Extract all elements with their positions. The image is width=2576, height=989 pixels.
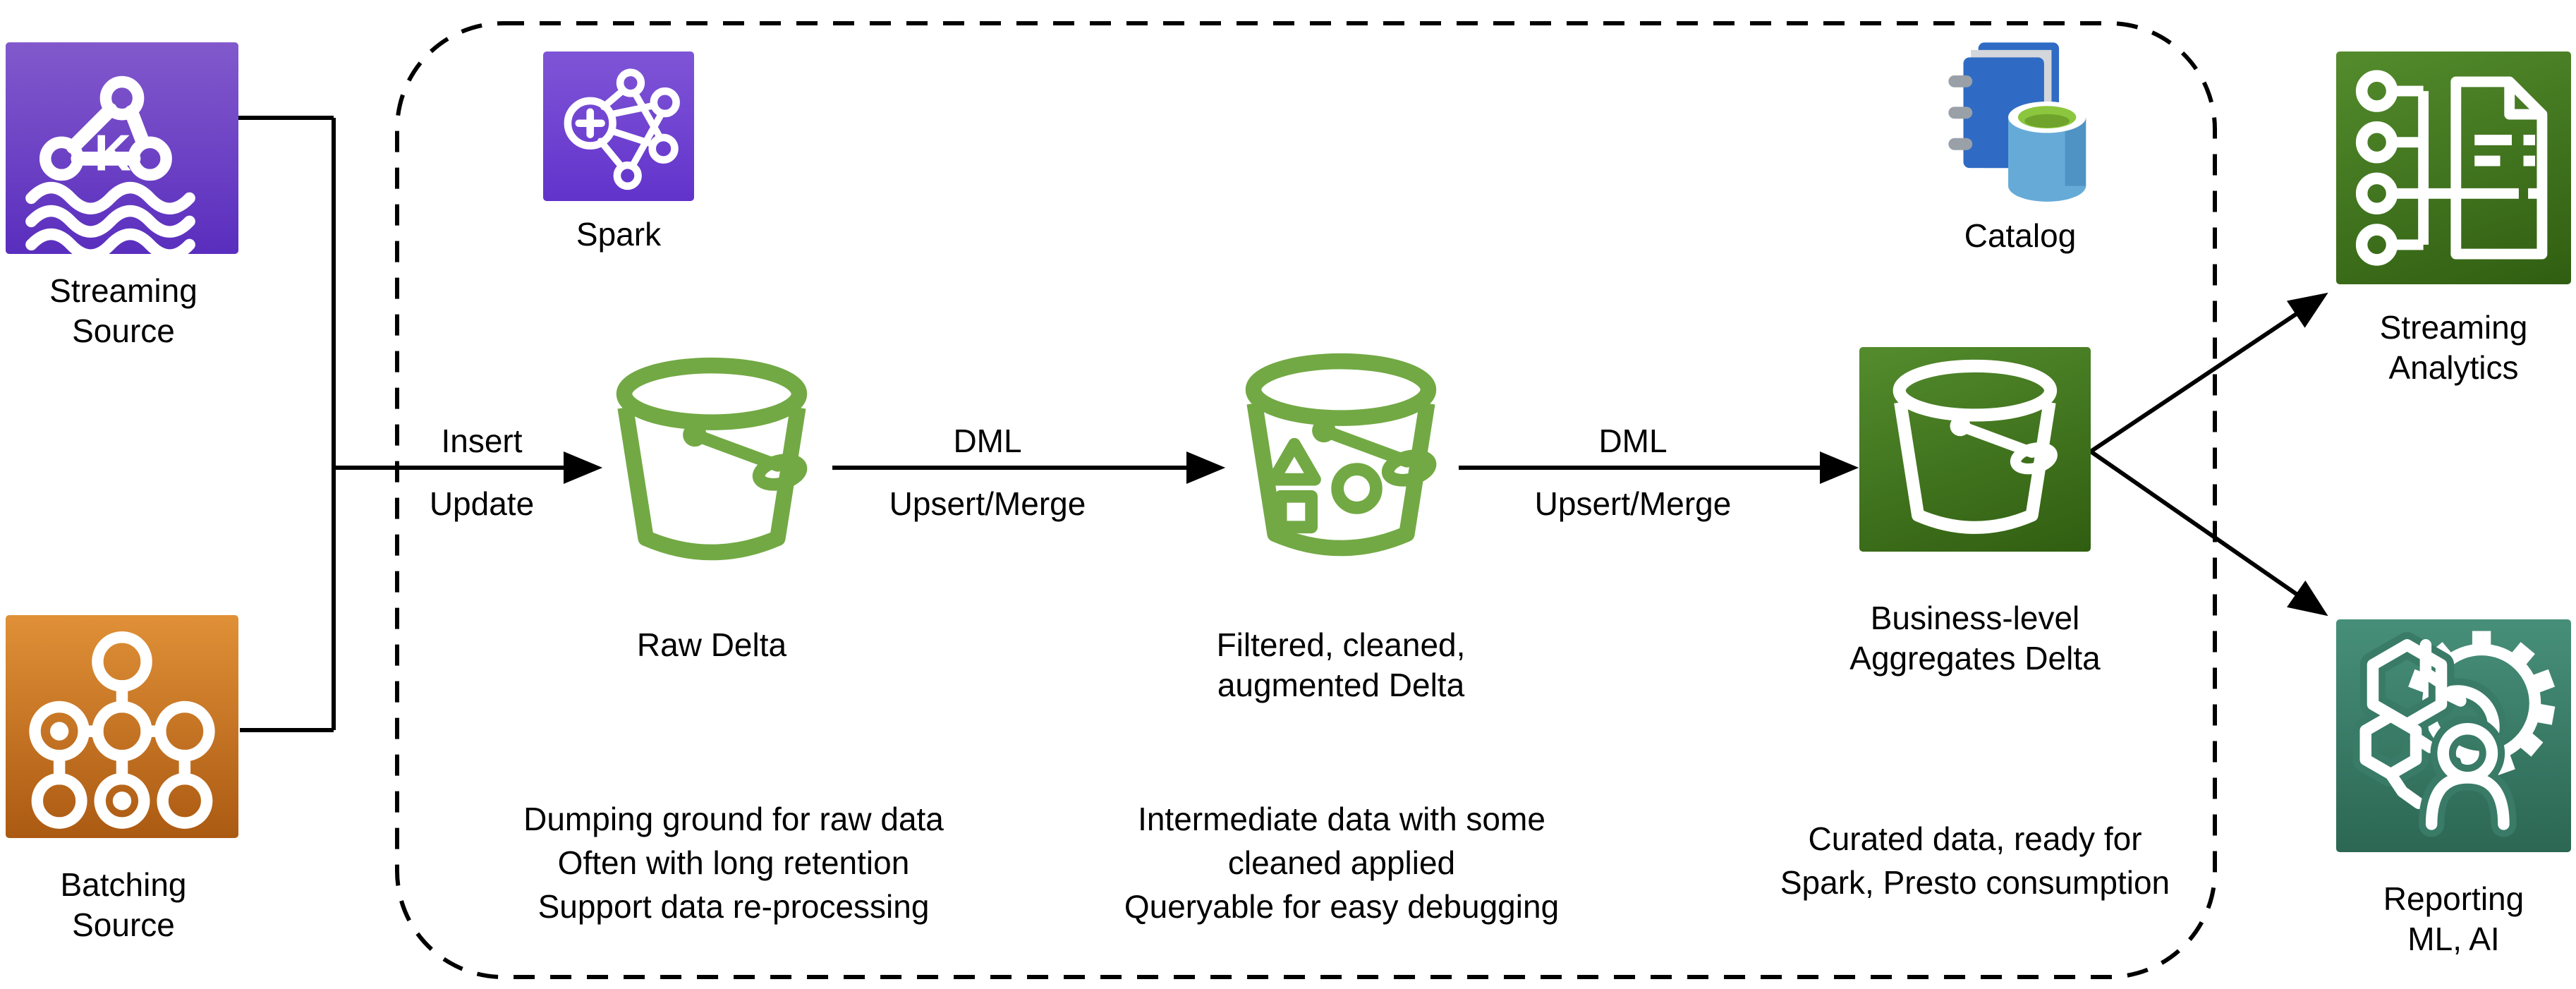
book-ring <box>1948 75 1973 87</box>
bucket-handle-loop <box>752 454 808 491</box>
spark-node <box>543 51 694 201</box>
raw-delta-label: Raw Delta <box>636 626 787 663</box>
hexagon-brain-icon <box>2352 632 2507 809</box>
kafka-stream-icon: K <box>25 75 195 254</box>
square-object <box>1274 490 1318 534</box>
streaming-source-label: Streaming Source <box>49 272 198 349</box>
filtered-to-business-bottom-label: Upsert/Merge <box>1534 485 1732 522</box>
filtered-delta-label: Filtered, cleaned, augmented Delta <box>1216 626 1466 703</box>
spark-label: Spark <box>576 216 662 253</box>
business-to-reporting-arrow <box>2089 449 2328 617</box>
business-delta-label: Business-level Aggregates Delta <box>1849 600 2101 676</box>
batching-source-label: Batching Source <box>60 866 187 943</box>
business-delta-description: Curated data, ready for Spark, Presto co… <box>1780 820 2170 901</box>
document-fold <box>2504 81 2542 120</box>
reporting-node <box>2336 619 2571 852</box>
bucket-with-objects-icon <box>1245 353 1437 557</box>
bucket-handle-loop <box>1381 449 1437 487</box>
kafka-node <box>128 136 172 181</box>
catalog-label: Catalog <box>1964 217 2077 254</box>
batching-source-node <box>6 615 238 838</box>
spark-cluster-icon <box>564 68 680 190</box>
batch-network-icon <box>29 631 215 829</box>
bucket-handle-loop <box>2010 442 2058 475</box>
ingest-arrow-top-label: Insert <box>441 423 523 459</box>
catalog-book-db-icon <box>1948 42 2086 202</box>
kafka-node <box>99 75 145 121</box>
book-ring <box>1948 107 1973 119</box>
streaming-analytics-label: Streaming Analytics <box>2379 309 2528 386</box>
wave-line <box>25 205 195 238</box>
streaming-analytics-node <box>2336 51 2571 284</box>
wave-line <box>25 228 195 254</box>
reporting-label: Reporting ML, AI <box>2383 880 2525 957</box>
person-icon <box>2419 715 2517 837</box>
document-outline <box>2450 76 2548 260</box>
db-cylinder-top-shade <box>2024 114 2070 128</box>
triangle-object <box>1268 437 1321 486</box>
book-ring <box>1948 138 1973 150</box>
filtered-delta-description: Intermediate data with some cleaned appl… <box>1124 801 1560 925</box>
wave-line <box>25 181 195 214</box>
kafka-edge <box>66 102 118 154</box>
filtered-to-business-top-label: DML <box>1598 423 1667 459</box>
raw-to-filtered-bottom-label: Upsert/Merge <box>889 485 1086 522</box>
business-delta-node <box>1859 347 2091 552</box>
bucket-icon <box>616 357 808 561</box>
catalog-node <box>1945 40 2095 204</box>
circle-object <box>1331 463 1383 514</box>
filled-bucket-icon <box>1892 359 2058 534</box>
streaming-source-node: K <box>6 42 238 254</box>
business-to-analytics-arrow <box>2089 292 2328 454</box>
ml-ai-gear-person-icon <box>2352 631 2556 837</box>
raw-delta-node <box>598 344 825 580</box>
ingest-arrow-bottom-label: Update <box>429 485 535 522</box>
kafka-letter: K <box>95 124 131 181</box>
filtered-delta-node <box>1227 344 1454 571</box>
analytics-report-icon <box>2355 70 2548 266</box>
kafka-node <box>39 136 84 181</box>
raw-to-filtered-top-label: DML <box>953 423 1022 459</box>
raw-delta-description: Dumping ground for raw data Often with l… <box>523 801 944 925</box>
plus-icon <box>575 108 605 138</box>
